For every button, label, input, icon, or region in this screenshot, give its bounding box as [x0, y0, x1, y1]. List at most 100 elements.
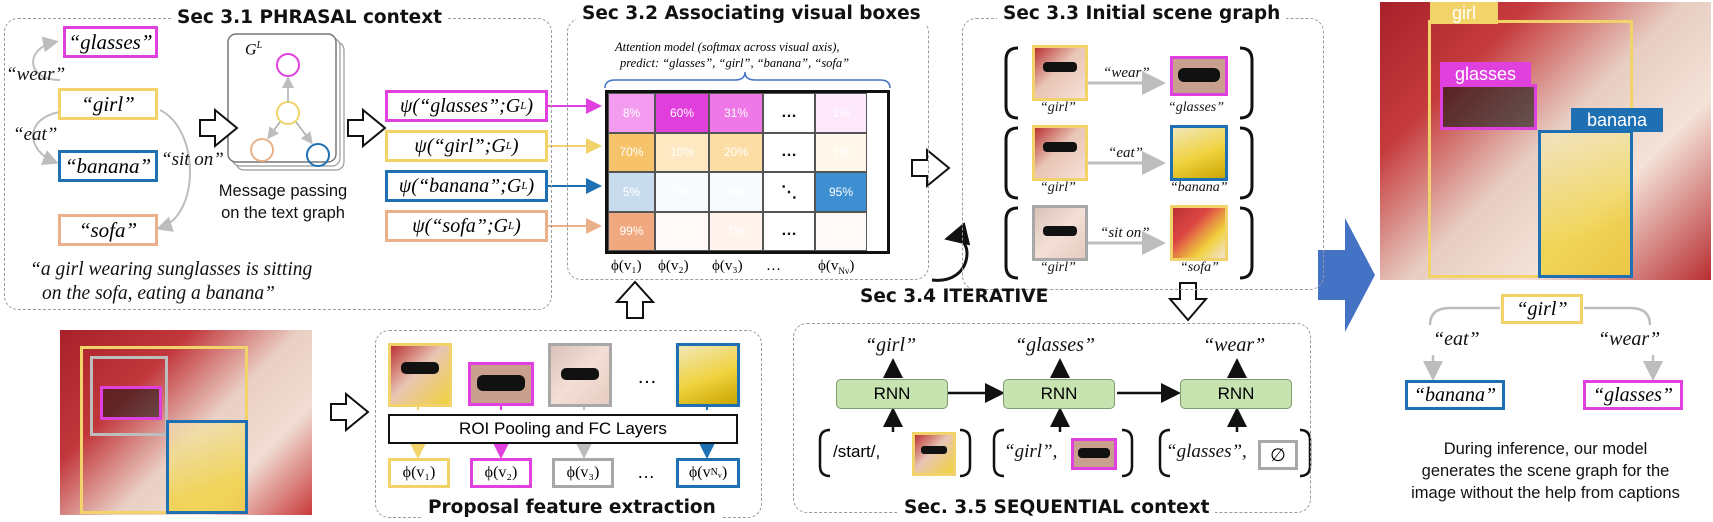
scene-edge-eat: “eat”	[1108, 145, 1144, 161]
attention-cell: 99%	[608, 211, 655, 251]
attention-cell: 60%	[655, 93, 709, 133]
phrase-node-glasses: “glasses”	[63, 26, 158, 58]
proposal-thumb-banana	[676, 343, 740, 407]
attention-cell: 5%	[608, 172, 655, 212]
input-box-sofa	[90, 356, 168, 436]
attention-phi-row: ϕ(v₁) ϕ(v₂) ϕ(v₃) … ϕ(vNv)	[605, 258, 890, 278]
seq-input-glasses: “glasses”,	[1166, 441, 1247, 462]
input-box-glasses	[100, 386, 162, 420]
seq-output-girl: “girl”	[865, 334, 917, 356]
scene-edge-sit-on: “sit on”	[1100, 225, 1150, 241]
result-node-banana: “banana”	[1405, 380, 1505, 410]
scene-thumb-glasses	[1170, 56, 1228, 96]
attention-cell: 95%	[815, 172, 867, 212]
attention-cell: 1%	[709, 211, 763, 251]
section-title-sequential: Sec. 3.5 SEQUENTIAL context	[898, 497, 1216, 518]
attention-cell: 0%	[655, 172, 709, 212]
text-graph-label: GL	[245, 40, 263, 59]
proposal-phi-v1: ϕ(v₁)	[388, 458, 450, 488]
attention-predict-note: predict: “glasses”, “girl”, “banana”, “s…	[620, 56, 850, 70]
seq-output-wear: “wear”	[1203, 334, 1266, 356]
attention-cell: …	[763, 93, 815, 133]
scene-thumb-banana	[1170, 125, 1228, 181]
attention-phi-label: ϕ(v₃)	[712, 258, 743, 274]
seq-output-glasses: “glasses”	[1015, 334, 1096, 356]
result-edge-eat: “eat”	[1433, 328, 1480, 350]
result-label-girl: girl	[1430, 2, 1498, 24]
attention-note: Attention model (softmax across visual a…	[615, 40, 840, 54]
attention-cell: …	[763, 132, 815, 172]
input-box-banana	[166, 420, 248, 514]
section-title-scene-graph: Sec 3.3 Initial scene graph	[997, 3, 1287, 24]
scene-object-glasses: “glasses”	[1168, 100, 1225, 115]
section-title-associating: Sec 3.2 Associating visual boxes	[576, 3, 927, 24]
rnn-cell-3: RNN	[1180, 379, 1292, 409]
proposal-ellipsis: …	[637, 366, 657, 388]
proposal-thumb-girl	[388, 343, 452, 407]
attention-phi-label: ϕ(vNv)	[818, 258, 855, 276]
attention-phi-label: …	[766, 258, 781, 274]
attention-cell: 31%	[709, 93, 763, 133]
attention-cell: 70%	[608, 132, 655, 172]
result-image: girl glasses banana	[1380, 2, 1711, 280]
proposal-thumb-sofa	[548, 343, 612, 407]
phrase-edge-wear: “wear”	[6, 64, 66, 85]
attention-cell: …	[763, 211, 815, 251]
rnn-cell-2: RNN	[1003, 379, 1115, 409]
attention-cell: 0%	[815, 211, 867, 251]
section-title-phrasal: Sec 3.1 PHRASAL context	[171, 7, 448, 28]
attention-cell: 10%	[655, 132, 709, 172]
phrase-edge-sit-on: “sit on”	[161, 149, 224, 170]
scene-edge-wear: “wear”	[1103, 65, 1150, 81]
attention-cell: 0%	[655, 211, 709, 251]
seq-input-start: /start/,	[833, 442, 881, 461]
scene-subject-girl-1: “girl”	[1040, 100, 1076, 115]
scene-object-banana: “banana”	[1170, 180, 1228, 195]
proposal-thumb-glasses	[468, 362, 534, 406]
seq-input-thumb-glasses	[1071, 438, 1117, 470]
result-edge-wear: “wear”	[1598, 328, 1661, 350]
phrase-node-banana: “banana”	[58, 150, 158, 182]
rnn-cell-1: RNN	[836, 379, 948, 409]
attention-cell: 1%	[815, 93, 867, 133]
result-box-glasses	[1440, 84, 1537, 130]
result-label-glasses: glasses	[1440, 62, 1531, 86]
seq-input-empty: ∅	[1258, 440, 1298, 470]
scene-thumb-sofa	[1170, 205, 1228, 261]
proposal-phi-ellipsis: …	[637, 462, 655, 482]
attention-matrix: 8%60%31%…1%70%10%20%…1%5%0%0%⋱95%99%0%1%…	[605, 90, 890, 254]
result-label-banana: banana	[1571, 108, 1663, 132]
attention-cell: 1%	[815, 132, 867, 172]
seq-input-thumb-girl	[912, 432, 956, 476]
proposal-phi-v3: ϕ(v₃)	[552, 458, 614, 488]
attention-phi-label: ϕ(v₂)	[658, 258, 689, 274]
section-title-iterative: Sec 3.4 ITERATIVE	[860, 286, 1049, 307]
attention-phi-label: ϕ(v₁)	[611, 258, 642, 274]
result-box-banana	[1538, 130, 1633, 278]
phrase-node-sofa: “sofa”	[58, 214, 158, 246]
result-node-glasses: “glasses”	[1583, 380, 1683, 410]
result-node-girl: “girl”	[1501, 294, 1583, 324]
scene-subject-girl-3: “girl”	[1040, 260, 1076, 275]
scene-subject-girl-2: “girl”	[1040, 180, 1076, 195]
attention-cell: 8%	[608, 93, 655, 133]
scene-thumb-girl-3	[1032, 205, 1088, 261]
phrase-node-girl: “girl”	[58, 88, 158, 120]
attention-cell: 0%	[709, 172, 763, 212]
input-image	[60, 330, 312, 515]
attention-cell: ⋱	[763, 172, 815, 212]
scene-object-sofa: “sofa”	[1180, 260, 1219, 275]
section-title-proposal: Proposal feature extraction	[422, 497, 722, 518]
scene-thumb-girl-1	[1032, 45, 1088, 101]
seq-input-girl: “girl”,	[1004, 441, 1058, 462]
proposal-phi-v2: ϕ(v₂)	[470, 458, 532, 488]
phrase-edge-eat: “eat”	[13, 124, 58, 145]
attention-cell: 20%	[709, 132, 763, 172]
